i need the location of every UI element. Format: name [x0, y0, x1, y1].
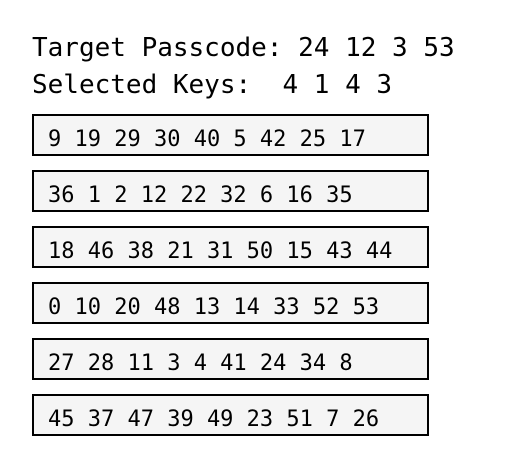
selected-keys-label: Selected Keys: — [32, 70, 252, 100]
key-row-numbers: 9 19 29 30 40 5 42 25 17 — [48, 127, 366, 152]
key-row-4[interactable]: 27 28 11 3 4 41 24 34 8 — [32, 338, 429, 380]
key-row-numbers: 45 37 47 39 49 23 51 7 26 — [48, 407, 380, 432]
key-row-0[interactable]: 9 19 29 30 40 5 42 25 17 — [32, 114, 429, 156]
key-row-numbers: 0 10 20 48 13 14 33 52 53 — [48, 295, 380, 320]
target-passcode-label: Target Passcode: — [32, 33, 283, 63]
selected-keys-line: Selected Keys: 4 1 4 3 — [32, 69, 392, 101]
target-passcode-value: 24 12 3 53 — [298, 33, 455, 63]
key-row-1[interactable]: 36 1 2 12 22 32 6 16 35 — [32, 170, 429, 212]
key-row-3[interactable]: 0 10 20 48 13 14 33 52 53 — [32, 282, 429, 324]
target-passcode-line: Target Passcode: 24 12 3 53 — [32, 32, 455, 64]
key-row-numbers: 27 28 11 3 4 41 24 34 8 — [48, 351, 353, 376]
key-row-5[interactable]: 45 37 47 39 49 23 51 7 26 — [32, 394, 429, 436]
selected-keys-value: 4 1 4 3 — [282, 70, 393, 100]
key-row-numbers: 36 1 2 12 22 32 6 16 35 — [48, 183, 353, 208]
key-row-2[interactable]: 18 46 38 21 31 50 15 43 44 — [32, 226, 429, 268]
key-rows-panel: 9 19 29 30 40 5 42 25 17 36 1 2 12 22 32… — [32, 114, 429, 450]
key-row-numbers: 18 46 38 21 31 50 15 43 44 — [48, 239, 393, 264]
